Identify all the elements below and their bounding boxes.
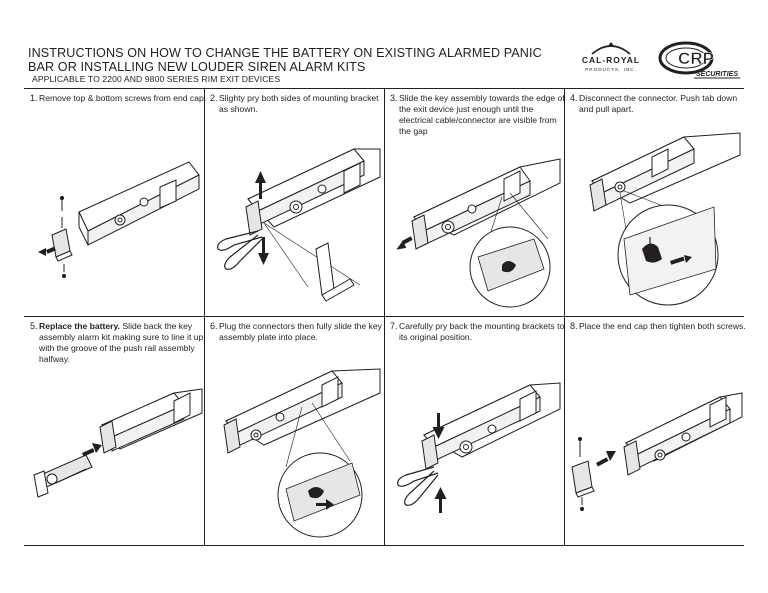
step-7-illustration bbox=[384, 317, 564, 545]
cal-royal-logo-text: CAL-ROYAL bbox=[582, 55, 640, 65]
step-3-illustration bbox=[384, 89, 564, 317]
step-panel-4: 4. Disconnect the connector. Push tab do… bbox=[564, 89, 744, 317]
step-panel-5: 5. Replace the battery. Slide back the k… bbox=[24, 317, 204, 545]
step-8-arrow bbox=[596, 451, 616, 467]
step-5-arrow bbox=[82, 443, 102, 457]
step-2-illustration bbox=[204, 89, 384, 317]
step-panel-1: 1. Remove top & bottom screws from end c… bbox=[24, 89, 204, 317]
step-6-illustration bbox=[204, 317, 384, 545]
step-panel-6: 6. Plug the connectors then fully slide … bbox=[204, 317, 384, 545]
crp-logo-text: CRP bbox=[678, 49, 714, 68]
step-panel-8: 8. Place the end cap then tighten both s… bbox=[564, 317, 744, 545]
step-panel-7: 7. Carefully pry back the mounting brack… bbox=[384, 317, 564, 545]
step-8-illustration bbox=[564, 317, 744, 545]
step-3-detail-circle bbox=[470, 227, 550, 307]
step-7-pliers bbox=[398, 467, 438, 505]
step-5-illustration bbox=[24, 317, 204, 545]
step-3-arrow bbox=[395, 236, 413, 249]
step-1-illustration bbox=[24, 89, 204, 317]
page-title: INSTRUCTIONS ON HOW TO CHANGE THE BATTER… bbox=[28, 46, 548, 74]
crp-logo-subtext: SECURITIES bbox=[696, 71, 738, 78]
grid-bottom-line bbox=[24, 545, 744, 546]
step-panel-2: 2. Slighty pry both sides of mounting br… bbox=[204, 89, 384, 317]
step-4-detail-circle bbox=[618, 205, 718, 305]
cal-royal-logo: CAL-ROYAL PRODUCTS, INC. bbox=[578, 40, 644, 74]
step-4-illustration bbox=[564, 89, 744, 317]
cal-royal-logo-subtext: PRODUCTS, INC. bbox=[585, 67, 637, 72]
step-1-arrow bbox=[38, 247, 56, 256]
page-subtitle: APPLICABLE TO 2200 AND 9800 SERIES RIM E… bbox=[32, 74, 280, 84]
step-6-detail-circle bbox=[278, 453, 362, 537]
step-2-pliers bbox=[218, 231, 262, 269]
crp-securities-logo: CRP SECURITIES bbox=[656, 40, 742, 80]
step-panel-3: 3. Slide the key assembly towards the ed… bbox=[384, 89, 564, 317]
